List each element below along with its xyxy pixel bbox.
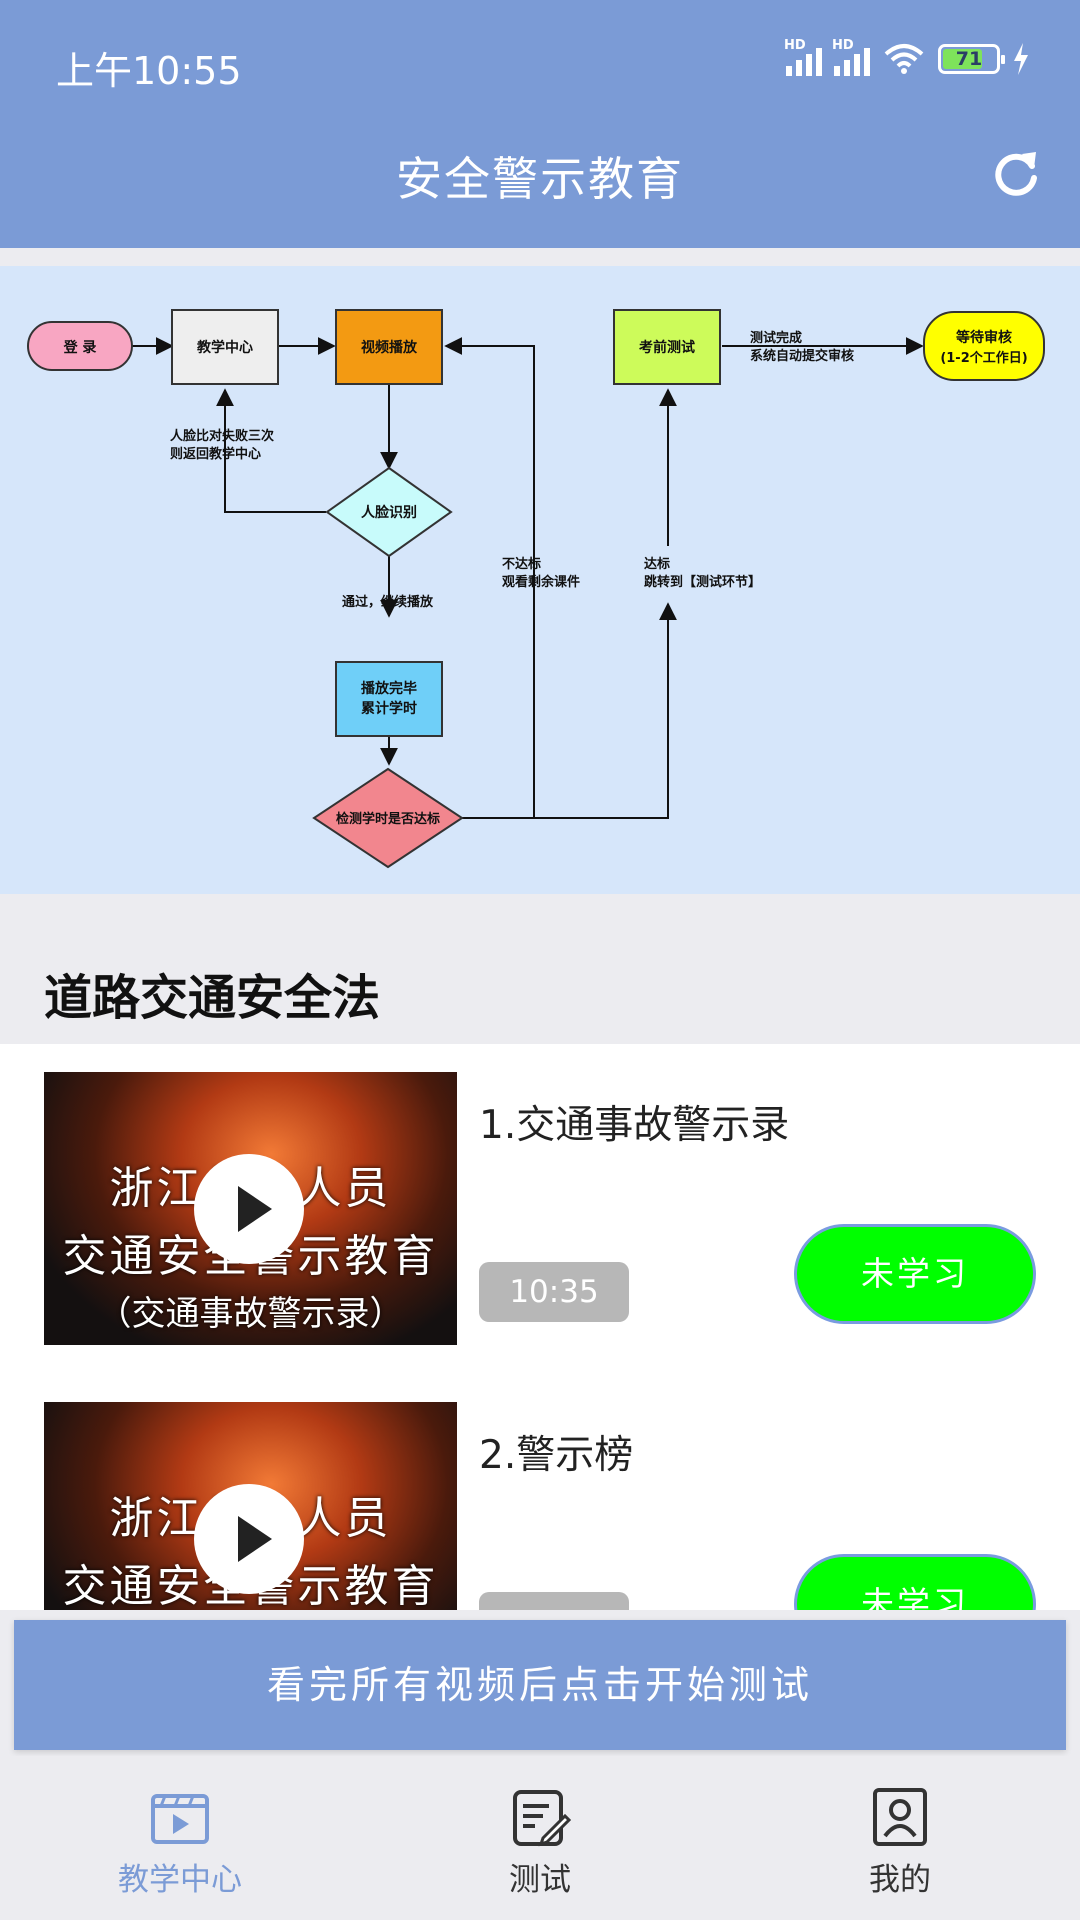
start-test-button[interactable]: 看完所有视频后点击开始测试 xyxy=(14,1620,1066,1750)
section-title: 道路交通安全法 xyxy=(44,970,381,1026)
app-header: 上午10:55 HD HD 71 安全警示教育 xyxy=(0,0,1080,248)
charging-icon xyxy=(1014,43,1028,75)
course-title: 1.交通事故警示录 xyxy=(479,1103,790,1148)
page-title: 安全警示教育 xyxy=(396,152,684,206)
flow-pre-exam xyxy=(613,309,721,385)
flow-await-review-2: (1-2个工作日) xyxy=(940,350,1027,366)
flow-pass-continue: 通过，继续播放 xyxy=(342,594,434,610)
flow-check-hours xyxy=(312,767,464,869)
tab-label: 测试 xyxy=(509,1862,571,1898)
battery-icon: 71 xyxy=(938,44,1005,74)
video-course-icon xyxy=(151,1794,209,1844)
study-status-button[interactable]: 未学习 xyxy=(794,1224,1036,1324)
flow-teaching-center xyxy=(171,309,279,385)
duration-badge xyxy=(479,1592,629,1610)
flow-reached-1: 达标 xyxy=(644,556,670,572)
flow-login-text: 登 录 xyxy=(63,339,97,356)
flow-test-done-2: 系统自动提交审核 xyxy=(750,348,854,364)
flow-await-review xyxy=(923,311,1045,381)
play-icon[interactable] xyxy=(194,1154,304,1264)
flow-face-fail-note-2: 则返回教学中心 xyxy=(170,446,261,462)
tab-mine[interactable]: 我的 xyxy=(800,1786,1000,1899)
status-icons: HD HD 71 xyxy=(784,38,1030,76)
flow-face-fail-note-1: 人脸比对失败三次 xyxy=(170,428,274,444)
course-item[interactable]: 浙江从业人员 交通安全警示教育 2.警示榜 未学习 xyxy=(0,1374,1080,1610)
flow-reached-2: 跳转到【测试环节】 xyxy=(644,574,761,590)
study-status-button[interactable]: 未学习 xyxy=(794,1554,1036,1610)
video-thumbnail[interactable]: 浙江从业人员 交通安全警示教育 xyxy=(44,1402,457,1610)
signal-icon: HD xyxy=(784,38,822,76)
duration-badge: 10:35 xyxy=(479,1262,629,1322)
thumb-line-3: （交通事故警示录） xyxy=(97,1294,404,1334)
flow-play-done-text-1: 播放完毕 xyxy=(361,680,417,697)
process-flowchart: 登 录 教学中心 视频播放 人脸比对失败三次 则返回教学中心 人脸识别 通过，继… xyxy=(0,266,1080,894)
flow-not-reached-1: 不达标 xyxy=(502,556,541,572)
course-item[interactable]: 浙江从业人员 交通安全警示教育 （交通事故警示录） 1.交通事故警示录 10:3… xyxy=(0,1044,1080,1345)
tab-label: 教学中心 xyxy=(118,1862,242,1898)
flow-face-recognition-text: 人脸识别 xyxy=(361,504,417,521)
flow-teaching-center-text: 教学中心 xyxy=(197,339,253,356)
flow-not-reached-2: 观看剩余课件 xyxy=(502,574,580,590)
signal-icon-2: HD xyxy=(832,38,870,76)
course-list[interactable]: 浙江从业人员 交通安全警示教育 （交通事故警示录） 1.交通事故警示录 10:3… xyxy=(0,1044,1080,1610)
refresh-icon[interactable] xyxy=(988,146,1044,202)
status-time: 上午10:55 xyxy=(56,49,242,93)
edit-test-icon xyxy=(513,1790,571,1847)
flow-test-done-1: 测试完成 xyxy=(750,330,802,346)
profile-icon xyxy=(873,1788,927,1846)
bottom-tab-bar: 教学中心 测试 我的 xyxy=(0,1756,1080,1920)
flow-play-done-text-2: 累计学时 xyxy=(361,700,417,717)
wifi-icon xyxy=(884,44,924,74)
tab-test[interactable]: 测试 xyxy=(440,1786,640,1899)
flow-await-review-1: 等待审核 xyxy=(956,329,1012,346)
play-icon[interactable] xyxy=(194,1484,304,1594)
tab-teaching-center[interactable]: 教学中心 xyxy=(80,1786,280,1899)
flow-video-play xyxy=(335,309,443,385)
video-thumbnail[interactable]: 浙江从业人员 交通安全警示教育 （交通事故警示录） xyxy=(44,1072,457,1345)
flow-play-done xyxy=(335,661,443,737)
flow-pre-exam-text: 考前测试 xyxy=(639,339,695,356)
flow-login xyxy=(27,321,133,371)
flow-face-recognition xyxy=(325,466,453,558)
flow-video-play-text: 视频播放 xyxy=(361,339,418,356)
tab-label: 我的 xyxy=(869,1862,931,1898)
flow-check-hours-text: 检测学时是否达标 xyxy=(336,811,440,827)
course-title: 2.警示榜 xyxy=(479,1433,634,1478)
